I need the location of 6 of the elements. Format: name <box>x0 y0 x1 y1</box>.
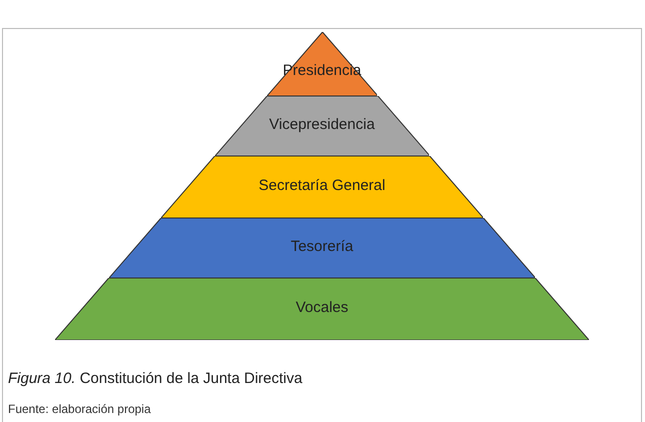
level-label: Vocales <box>294 299 350 316</box>
level-label: Tesorería <box>290 238 354 255</box>
source-note: Fuente: elaboración propia <box>8 402 151 416</box>
figure-caption: Figura 10. Constitución de la Junta Directiva <box>8 370 302 387</box>
level-label: Secretaría General <box>258 177 386 194</box>
level-label: Vicepresidencia <box>268 116 376 133</box>
